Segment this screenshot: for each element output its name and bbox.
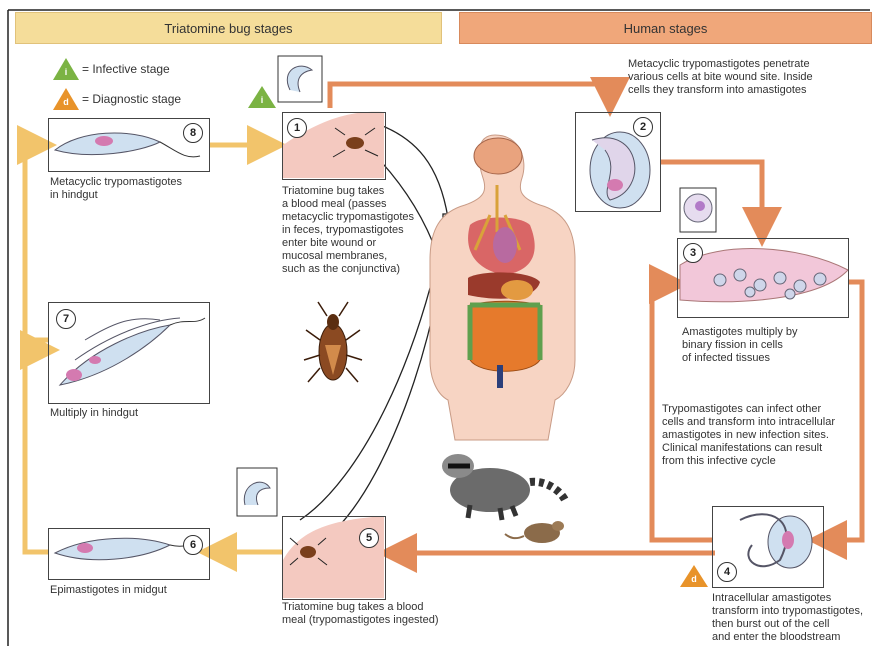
diagnostic-legend-letter: d — [59, 97, 73, 107]
stage-number-6: 6 — [183, 535, 203, 555]
stage-1-caption: Triatomine bug takes a blood meal (passe… — [282, 185, 442, 276]
infective-legend-letter: i — [59, 67, 73, 77]
stage-5-caption: Triatomine bug takes a blood meal (trypo… — [282, 601, 502, 627]
stage-number-1: 1 — [287, 118, 307, 138]
stage-6-box — [48, 528, 210, 580]
infective-cycle-note: Trypomastigotes can infect other cells a… — [662, 403, 862, 468]
stage-7-caption: Multiply in hindgut — [50, 407, 230, 420]
human-stages-header: Human stages — [459, 12, 872, 44]
rodent-illustration — [505, 521, 564, 543]
stage-2-caption: Metacyclic trypomastigotes penetrate var… — [628, 58, 868, 97]
infective-legend-text: = Infective stage — [82, 62, 170, 76]
inset-trypomastigote-1 — [278, 56, 322, 102]
stage-8-caption: Metacyclic trypomastigotes in hindgut — [50, 176, 230, 202]
connector-lines — [300, 120, 451, 525]
human-stages-header-text: Human stages — [624, 21, 708, 36]
stage1-infective-letter: i — [255, 95, 269, 105]
diagnostic-legend-text: = Diagnostic stage — [82, 92, 181, 106]
stage-6-caption: Epimastigotes in midgut — [50, 584, 230, 597]
arrow-1-to-2 — [330, 84, 610, 108]
stage-3-caption: Amastigotes multiply by binary fission i… — [682, 326, 852, 365]
stage-number-4: 4 — [717, 562, 737, 582]
stage-number-2: 2 — [633, 117, 653, 137]
arrow-6-to-7 — [25, 350, 48, 552]
triatomine-stages-header-text: Triatomine bug stages — [164, 21, 292, 36]
stage-number-3: 3 — [683, 243, 703, 263]
triatomine-bug-illustration — [304, 302, 362, 382]
stage-number-5: 5 — [359, 528, 379, 548]
stage-number-8: 8 — [183, 123, 203, 143]
human-body-illustration — [430, 135, 575, 440]
stage-number-7: 7 — [56, 309, 76, 329]
stage4-diagnostic-letter: d — [687, 574, 701, 584]
raccoon-illustration — [442, 454, 565, 520]
triatomine-stages-header: Triatomine bug stages — [15, 12, 442, 44]
stage-4-caption: Intracellular amastigotes transform into… — [712, 592, 878, 644]
arrow-7-to-8 — [25, 145, 48, 340]
